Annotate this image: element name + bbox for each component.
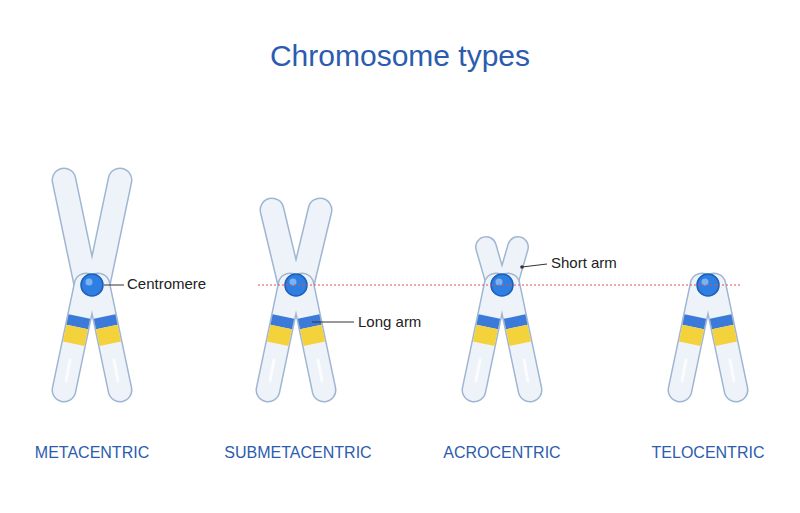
reference-line (258, 285, 742, 286)
submetacentric-chromosome (268, 210, 324, 390)
part-label: Centromere (127, 275, 206, 292)
type-name: METACENTRIC (35, 444, 149, 462)
leader-dot (520, 265, 524, 269)
part-label: Long arm (358, 313, 421, 330)
leader-line (104, 285, 124, 286)
leader-line (312, 322, 354, 323)
acrocentric-chromosome (474, 247, 530, 390)
part-label: Short arm (551, 254, 617, 271)
diagram-title: Chromosome types (270, 39, 530, 74)
leader-line (522, 264, 547, 267)
type-name: ACROCENTRIC (443, 444, 560, 462)
type-name: TELOCENTRIC (652, 444, 765, 462)
telocentric-chromosome (680, 274, 736, 390)
type-name: SUBMETACENTRIC (224, 444, 371, 462)
